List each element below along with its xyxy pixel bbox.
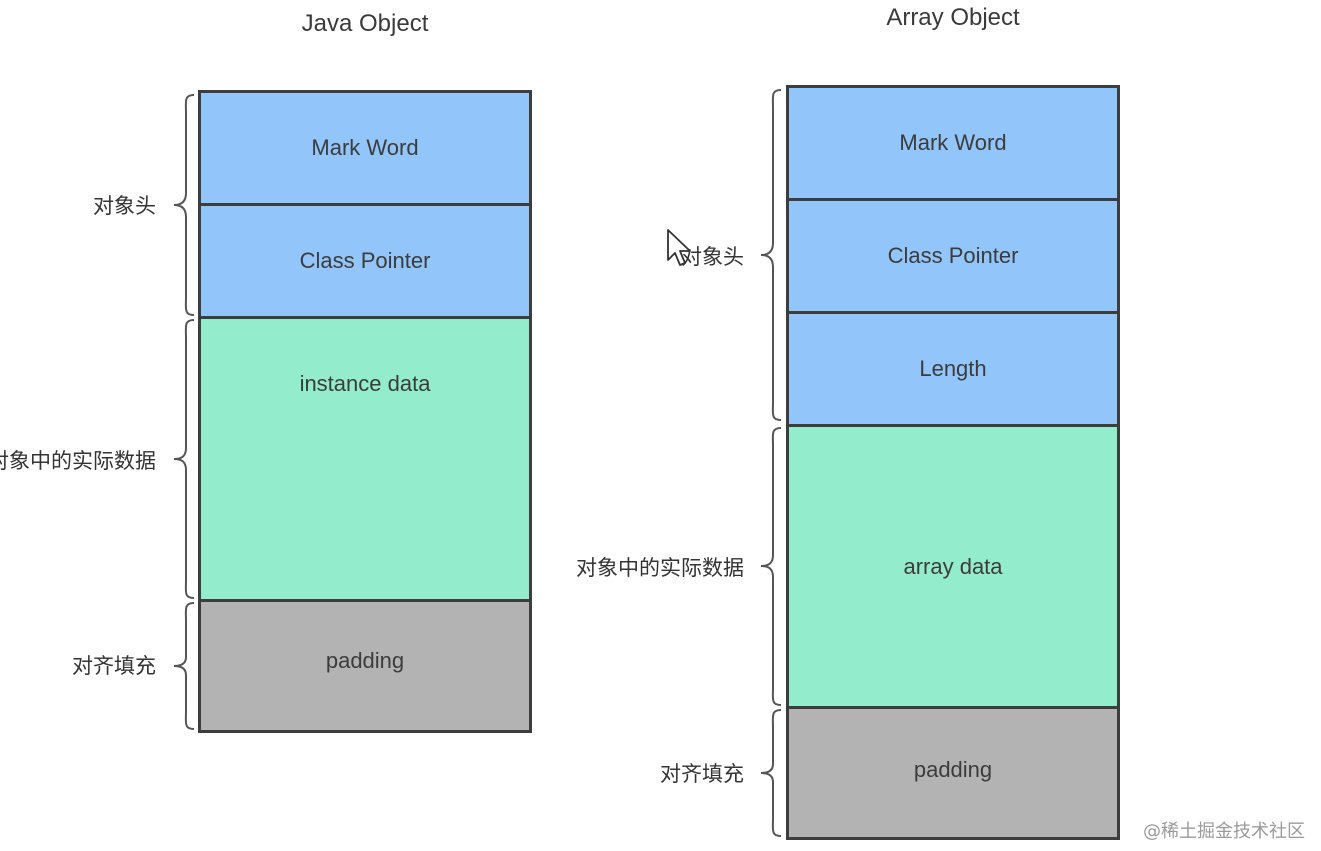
block-label: Class Pointer bbox=[299, 248, 431, 273]
curly-brace-icon bbox=[760, 709, 782, 837]
curly-brace-icon bbox=[173, 94, 195, 316]
block-label: instance data bbox=[299, 371, 431, 396]
array-mark-word-block: Mark Word bbox=[786, 85, 1120, 201]
java-padding-block: padding bbox=[198, 599, 532, 733]
curly-brace-icon bbox=[760, 427, 782, 706]
block-label: padding bbox=[325, 648, 405, 673]
array-header-group-label: 对象头 bbox=[681, 246, 744, 269]
array-data-block: array data bbox=[786, 424, 1120, 709]
java-object-title: Java Object bbox=[301, 10, 429, 37]
java-instance-data-block: instance data bbox=[198, 316, 532, 602]
array-length-block: Length bbox=[786, 311, 1120, 427]
curly-brace-icon bbox=[173, 319, 195, 599]
java-padding-group-label: 对齐填充 bbox=[72, 655, 156, 678]
java-mark-word-block: Mark Word bbox=[198, 90, 532, 206]
block-label: array data bbox=[903, 553, 1003, 579]
mouse-cursor-icon bbox=[667, 229, 691, 266]
watermark: @稀土掘金技术社区 bbox=[1143, 821, 1305, 842]
java-data-group-label: 对象中的实际数据 bbox=[0, 450, 156, 473]
array-padding-group-label: 对齐填充 bbox=[660, 763, 744, 786]
block-label: Mark Word bbox=[311, 135, 419, 160]
java-class-pointer-block: Class Pointer bbox=[198, 203, 532, 319]
curly-brace-icon bbox=[760, 89, 782, 421]
block-label: padding bbox=[913, 757, 993, 782]
block-label: Class Pointer bbox=[887, 243, 1019, 268]
array-object-title: Array Object bbox=[886, 4, 1020, 31]
array-padding-block: padding bbox=[786, 706, 1120, 840]
array-data-group-label: 对象中的实际数据 bbox=[576, 557, 744, 580]
curly-brace-icon bbox=[173, 602, 195, 730]
java-header-group-label: 对象头 bbox=[93, 195, 156, 218]
block-label: Mark Word bbox=[899, 130, 1007, 155]
array-class-pointer-block: Class Pointer bbox=[786, 198, 1120, 314]
block-label: Length bbox=[919, 356, 987, 381]
